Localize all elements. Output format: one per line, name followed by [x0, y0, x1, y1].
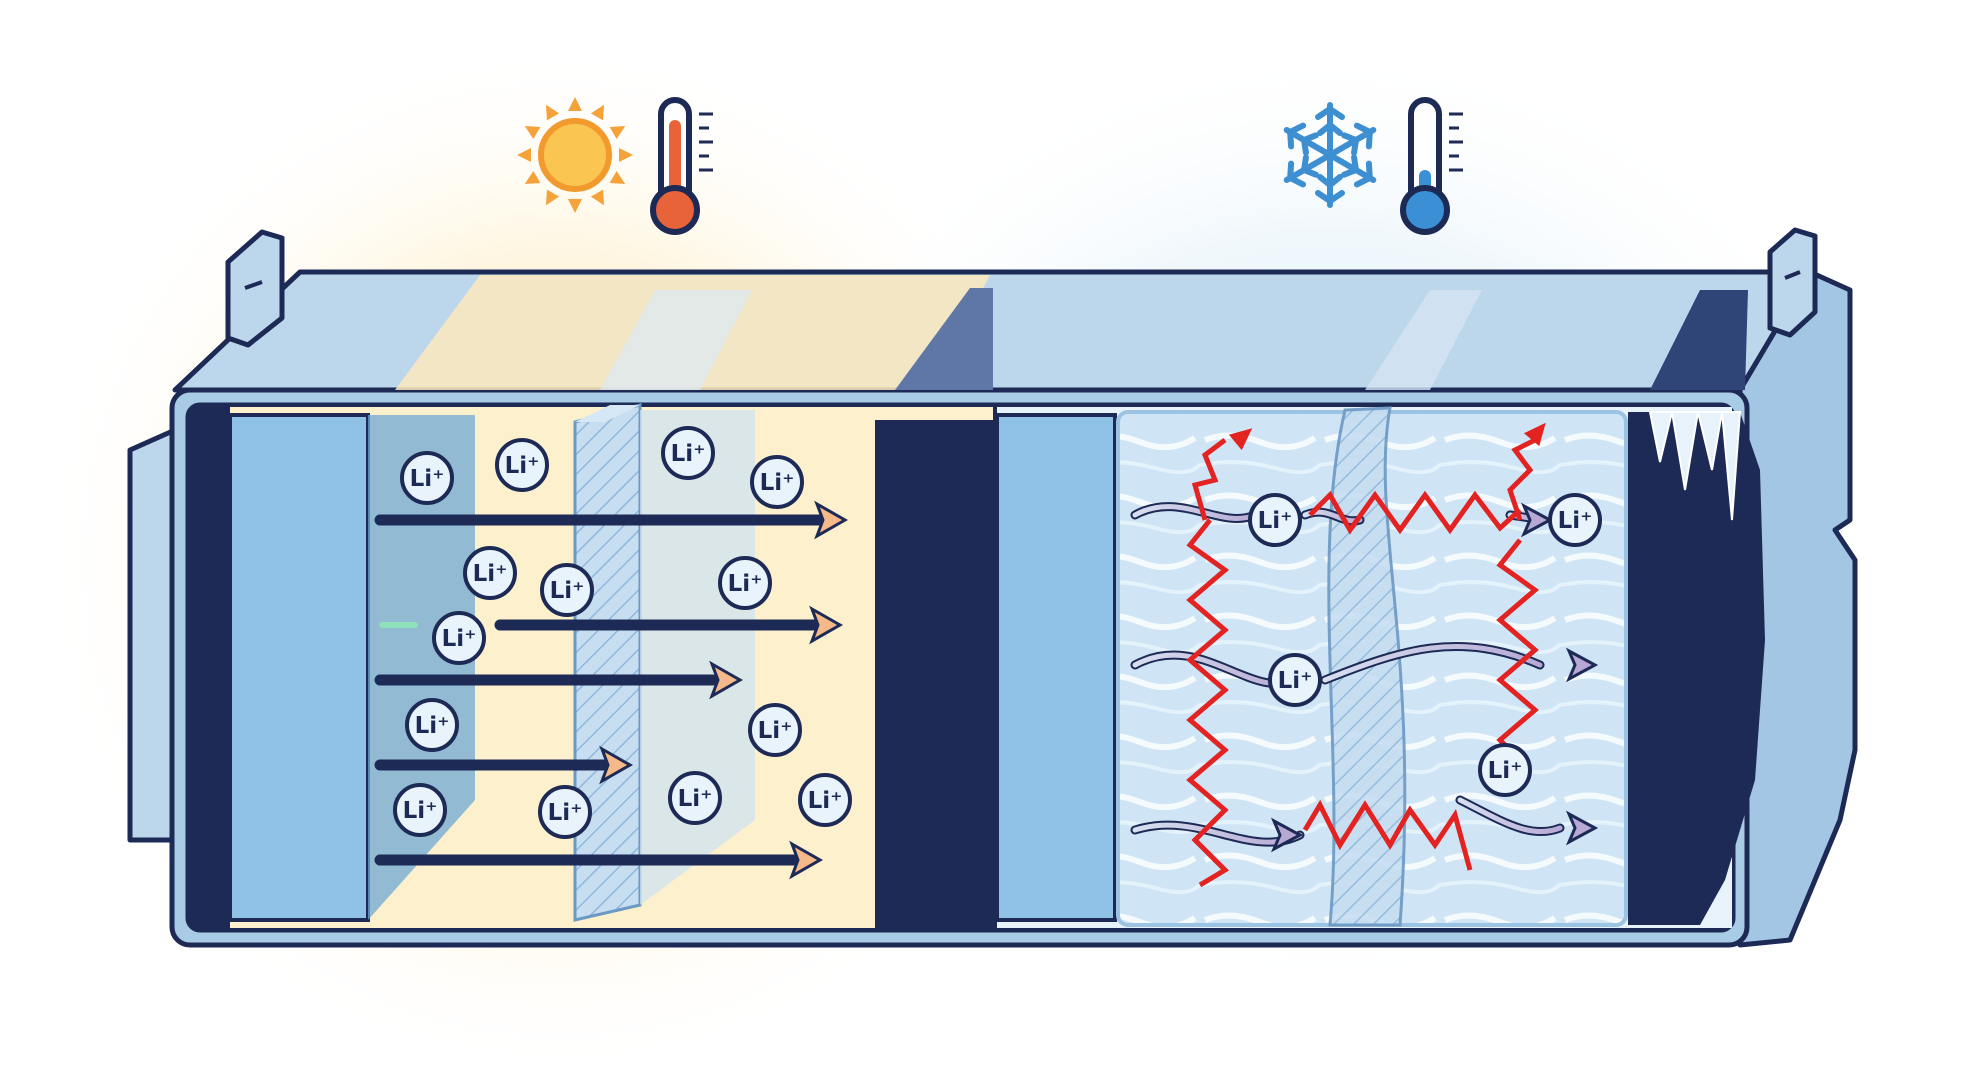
sun-icon [517, 97, 633, 213]
lithium-ion: Li⁺ [798, 773, 852, 827]
ion-label: Li⁺ [1488, 758, 1523, 784]
warm-anode-collector [190, 407, 230, 928]
lithium-ion: Li⁺ [668, 771, 722, 825]
positive-terminal [1767, 227, 1818, 338]
lithium-ion: Li⁺ [540, 563, 594, 617]
cold-cell [995, 406, 1765, 928]
lithium-ion: Li⁺ [1248, 493, 1302, 547]
thermometer-hot-icon [650, 97, 713, 235]
arrow-head [1228, 428, 1253, 451]
snowflake-arm [1315, 152, 1345, 208]
arrow-head [809, 605, 844, 645]
arrow-head [1520, 502, 1554, 538]
lithium-ion: Li⁺ [538, 785, 592, 839]
cold-top-separator [1365, 290, 1482, 390]
lithium-ion: Li⁺ [393, 783, 447, 837]
resistance-zigzag [1302, 799, 1473, 871]
ion-flow-arrow [1132, 504, 1258, 521]
lithium-ion: Li⁺ [495, 438, 549, 492]
ion-label: Li⁺ [550, 578, 585, 604]
sun-ray [568, 199, 582, 213]
sun-ray [517, 148, 531, 162]
snowflake-icon [1283, 102, 1377, 208]
lithium-ion: Li⁺ [1478, 743, 1532, 797]
ion-flow-arrow [1322, 643, 1543, 683]
resistance-zigzags [1186, 422, 1546, 888]
snowflake-arm [1283, 152, 1333, 188]
arrow-head [789, 840, 824, 880]
sun-ray [524, 170, 541, 184]
snowflake-arm [1327, 122, 1377, 158]
ion-label: Li⁺ [403, 798, 438, 824]
ion-label: Li⁺ [1558, 508, 1593, 534]
warm-anode-side [368, 415, 475, 920]
thermometer-cold-icon [1400, 97, 1463, 235]
top-dark-cathode-cold [1650, 290, 1748, 390]
ion-label: Li⁺ [728, 571, 763, 597]
ion-label: Li⁺ [760, 470, 795, 496]
ion-label: Li⁺ [758, 718, 793, 744]
ion-flow-arrow [1457, 797, 1563, 835]
ion-label: Li⁺ [678, 786, 713, 812]
ion-label: Li⁺ [415, 713, 450, 739]
lithium-ion: Li⁺ [661, 426, 715, 480]
icicles [1648, 411, 1742, 521]
arrow-head [1565, 647, 1599, 683]
cold-cathode [1628, 412, 1765, 925]
warm-electrolyte-pane [640, 410, 755, 905]
lithium-ion: Li⁺ [1548, 493, 1602, 547]
snowflake-arm [1283, 122, 1333, 158]
lithium-ion: Li⁺ [432, 611, 486, 665]
lithium-ion: Li⁺ [400, 451, 454, 505]
sun-ray [546, 189, 560, 206]
warm-cell [190, 403, 995, 928]
ion-label: Li⁺ [505, 453, 540, 479]
sun-ray [590, 189, 604, 206]
lithium-ion: Li⁺ [748, 703, 802, 757]
resistance-zigzag [1496, 538, 1540, 762]
cold-anode [995, 413, 1117, 922]
lithium-ion: Li⁺ [405, 698, 459, 752]
warm-ion-flow-arrows [374, 500, 849, 880]
lithium-ions: Li⁺ Li⁺ Li⁺ Li⁺ Li⁺ Li⁺ Li⁺ Li⁺ Li⁺ Li⁺ Li⁺ Li⁺ Li⁺ L… [393, 426, 1602, 839]
warm-separator [573, 403, 642, 922]
ion-label: Li⁺ [1278, 668, 1313, 694]
sun-ray [568, 97, 582, 111]
ion-label: Li⁺ [808, 788, 843, 814]
warm-anode [228, 413, 370, 922]
ion-label: Li⁺ [410, 466, 445, 492]
arrow-head [1565, 810, 1599, 846]
arrow-head [709, 660, 744, 700]
snowflake-arm [1327, 152, 1377, 188]
arrow-head [1270, 817, 1304, 853]
snowflake-arm [1315, 102, 1345, 158]
lithium-ion: Li⁺ [718, 556, 772, 610]
sun-ray [619, 148, 633, 162]
arrow-head [599, 745, 634, 785]
resistance-zigzag [1191, 438, 1227, 521]
top-dark-cathode [895, 288, 993, 390]
arrow-head [814, 500, 849, 540]
negative-terminal [225, 229, 285, 348]
sun-ray [546, 104, 560, 121]
lithium-ion: Li⁺ [1268, 653, 1322, 707]
sun-ray [609, 170, 626, 184]
ion-label: Li⁺ [548, 800, 583, 826]
left-top-separator [600, 290, 752, 390]
sun-ray [524, 126, 541, 140]
arrow-head [1523, 422, 1546, 447]
sun-ray [609, 126, 626, 140]
warm-cathode [875, 420, 995, 928]
resistance-zigzag [1507, 437, 1537, 521]
sun-ray [590, 104, 604, 121]
ion-label: Li⁺ [671, 441, 706, 467]
resistance-zigzag [1186, 518, 1230, 888]
resistance-zigzag [1308, 490, 1522, 535]
ion-label: Li⁺ [442, 626, 477, 652]
lithium-ion: Li⁺ [750, 455, 804, 509]
lithium-ion: Li⁺ [463, 546, 517, 600]
ion-label: Li⁺ [473, 561, 508, 587]
ion-label: Li⁺ [1258, 508, 1293, 534]
